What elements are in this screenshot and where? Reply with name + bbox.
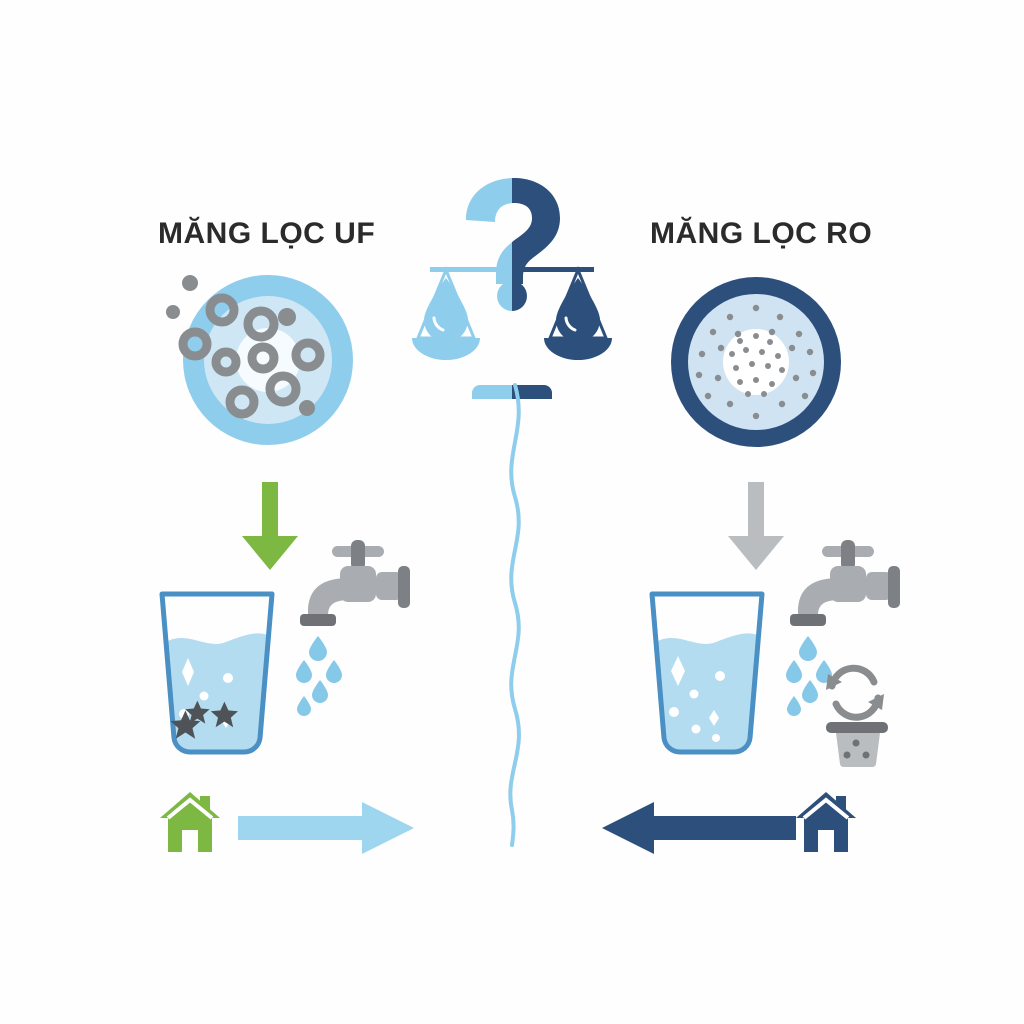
glass-of-pure-water	[638, 586, 776, 762]
ro-membrane-icon	[668, 276, 844, 448]
right-arrow-light-blue	[238, 802, 414, 854]
left-arrow-navy	[602, 802, 796, 854]
down-arrow-green-icon	[236, 482, 304, 570]
uf-output-direction-row	[152, 782, 420, 860]
recycle-arrows-icon	[828, 664, 882, 721]
page-title-ro: MĂNG LỌC RO	[650, 217, 873, 250]
house-icon-green	[160, 792, 220, 852]
page-title-uf: MĂNG LỌC UF	[158, 217, 376, 250]
down-arrow-gray-icon	[722, 482, 790, 570]
glass-of-water-with-minerals	[148, 586, 286, 762]
faucet-icon-uf	[288, 532, 420, 716]
comparison-question-scale	[408, 178, 616, 410]
ro-output-direction-row	[596, 782, 864, 860]
faucet-icon-ro	[778, 532, 910, 716]
wavy-divider-line	[470, 383, 560, 847]
uf-membrane-icon	[166, 272, 353, 447]
ro-waste-water-group	[812, 652, 904, 770]
house-icon-navy	[796, 792, 856, 852]
